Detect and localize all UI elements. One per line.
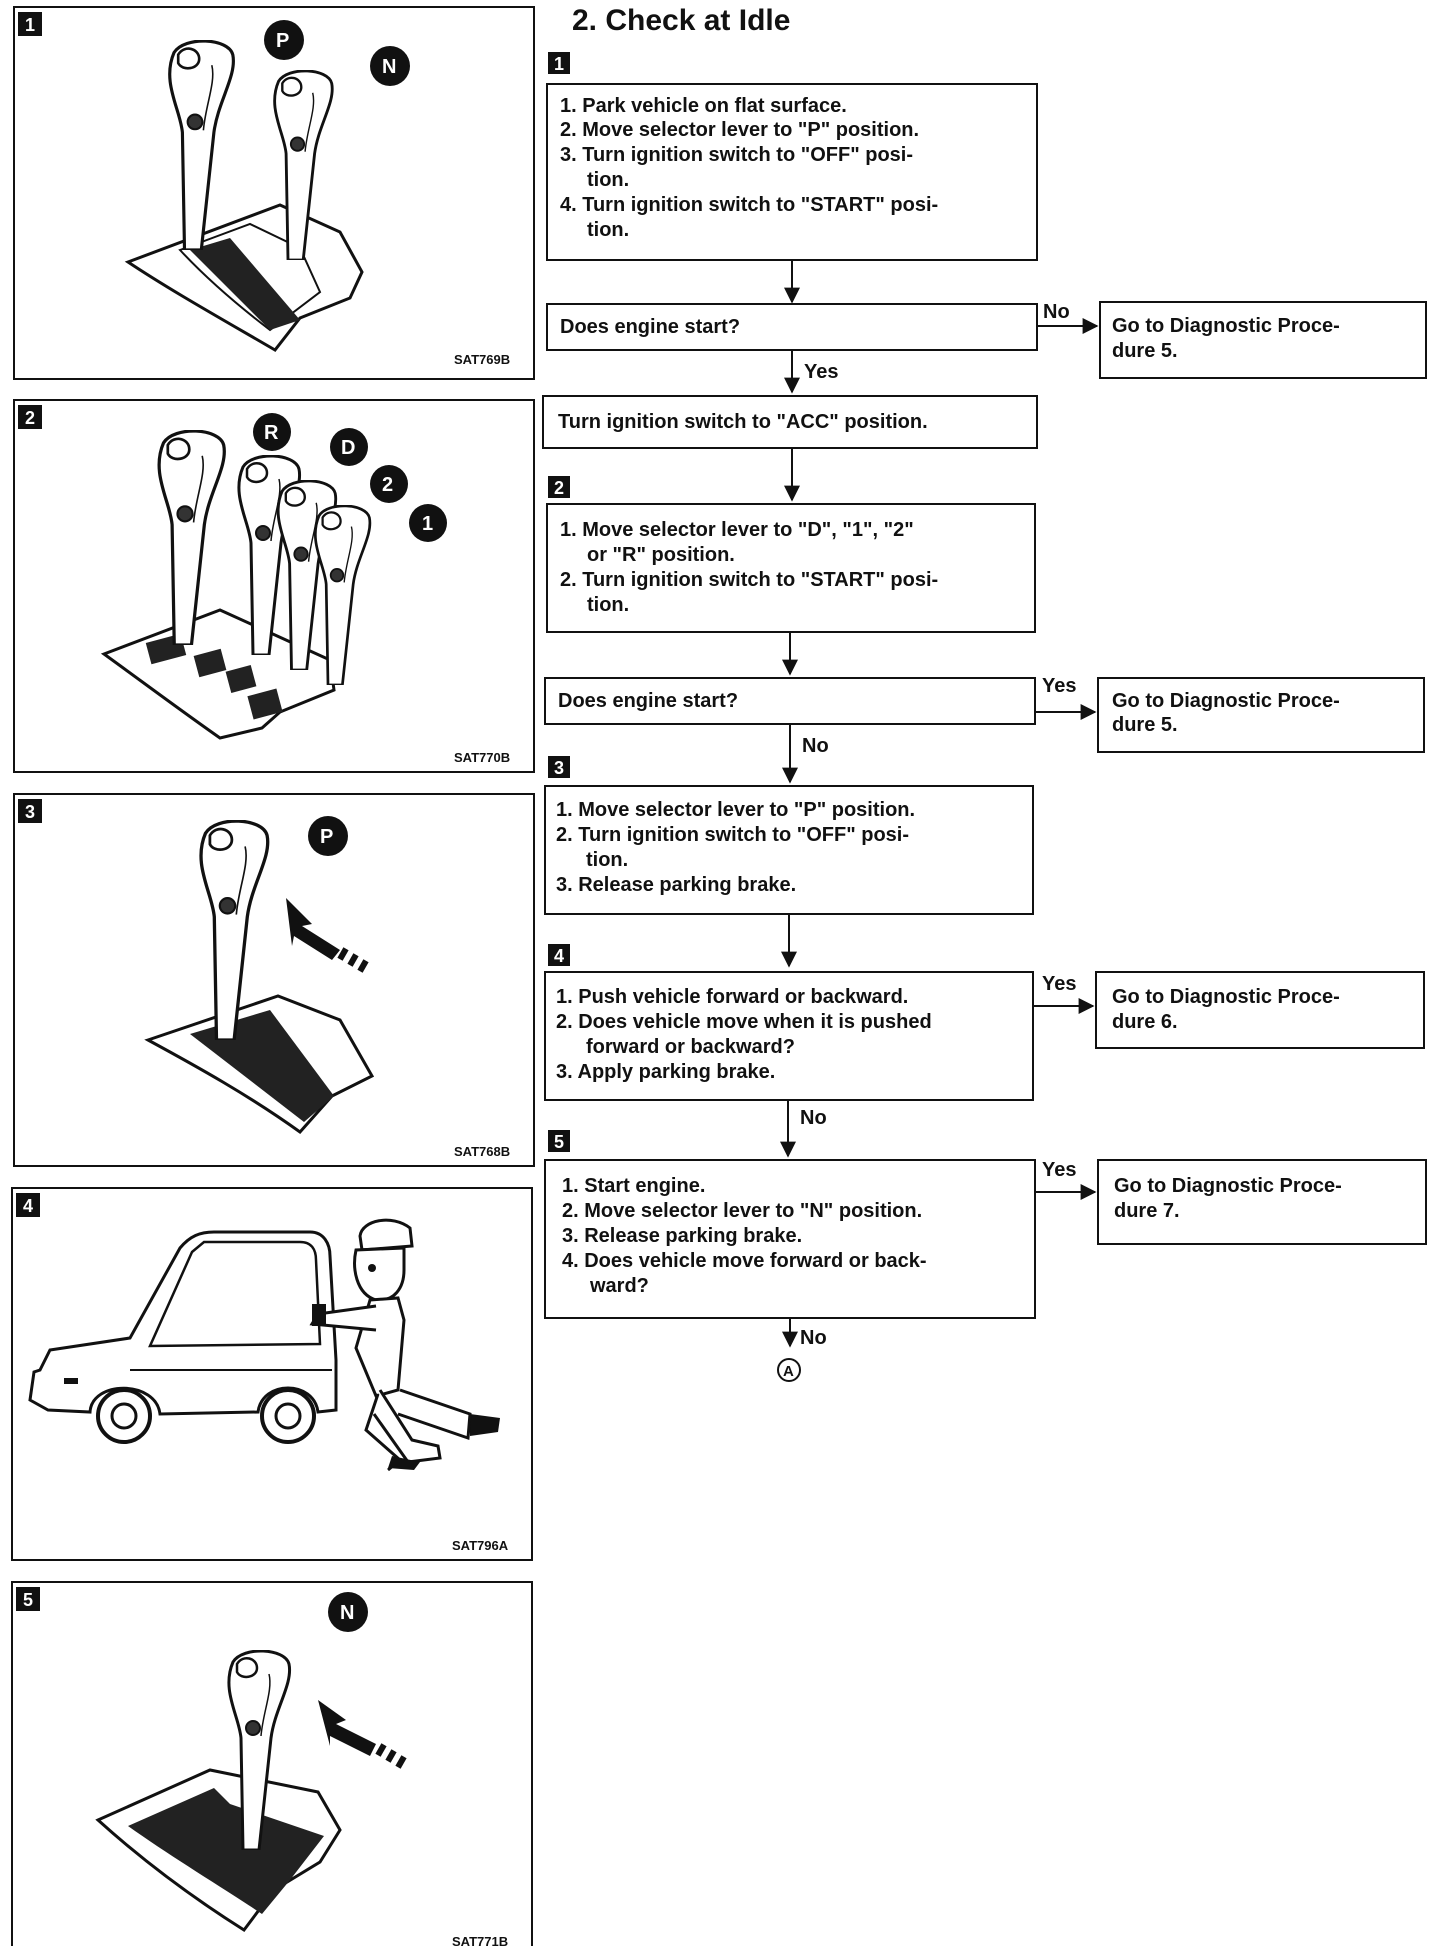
- goto-6-text: Go to Diagnostic Proce- dure 6.: [1112, 986, 1345, 1033]
- figure-code: SAT796A: [452, 1538, 509, 1553]
- svg-text:3: 3: [554, 758, 564, 778]
- box5-no-label: No: [800, 1327, 827, 1349]
- panel-3: 3 P SAT768B: [13, 793, 535, 1167]
- svg-text:N: N: [382, 56, 396, 78]
- position-badge-p: P: [264, 20, 304, 60]
- svg-text:P: P: [276, 30, 289, 52]
- question-engine-start-2: [544, 677, 1036, 725]
- svg-text:1: 1: [25, 15, 35, 35]
- svg-text:N: N: [340, 1602, 354, 1624]
- figure-code: SAT769B: [454, 352, 510, 367]
- goto-5b-text: Go to Diagnostic Proce- dure 5.: [1112, 690, 1345, 736]
- svg-text:4: 4: [23, 1196, 33, 1216]
- flow-step-tag-5: 5: [548, 1130, 570, 1152]
- push-arrow-icon: [318, 1700, 407, 1769]
- selector-gate-illustration: [144, 820, 375, 1135]
- svg-text:2: 2: [382, 474, 393, 496]
- box5-yes-label: Yes: [1042, 1159, 1076, 1181]
- step-tag-1: 1: [18, 12, 42, 36]
- box-acc: [542, 395, 1038, 449]
- flow-step-tag-2: 2: [548, 476, 570, 498]
- position-badge-r: R: [253, 413, 291, 451]
- goto-procedure-7: [1097, 1159, 1427, 1245]
- flow-step-tag-1: 1: [548, 52, 570, 74]
- panel-2: 2 R D 2 1 SAT770B: [13, 399, 535, 773]
- svg-text:1: 1: [554, 54, 564, 74]
- panel-5: 5 N SAT771B: [11, 1581, 533, 1946]
- svg-text:5: 5: [23, 1590, 33, 1610]
- panel-4: 4 SAT796A: [11, 1187, 533, 1561]
- box-step-1-text: 1. Park vehicle on flat surface. 2. Move…: [560, 95, 944, 241]
- figure-code: SAT770B: [454, 750, 510, 765]
- box-step-2-text: 1. Move selector lever to "D", "1", "2" …: [560, 519, 944, 616]
- svg-text:5: 5: [554, 1132, 564, 1152]
- figure-code: SAT768B: [454, 1144, 510, 1159]
- q2-no-label: No: [802, 735, 829, 757]
- svg-text:3: 3: [25, 802, 35, 822]
- goto-procedure-5-a: [1099, 301, 1427, 379]
- position-badge-1: 1: [409, 504, 447, 542]
- goto-procedure-6: [1095, 971, 1425, 1049]
- selector-gate-illustration: [95, 1650, 342, 1933]
- step-tag-4: 4: [16, 1193, 40, 1217]
- step-tag-2: 2: [18, 405, 42, 429]
- svg-text:2: 2: [554, 478, 564, 498]
- step-tag-5: 5: [16, 1587, 40, 1611]
- box-step-5: [544, 1159, 1036, 1319]
- goto-procedure-5-b: [1097, 677, 1425, 753]
- svg-text:1: 1: [422, 513, 433, 535]
- goto-7-text: Go to Diagnostic Proce- dure 7.: [1114, 1175, 1347, 1222]
- q2-yes-label: Yes: [1042, 675, 1076, 697]
- box-step-4-text: 1. Push vehicle forward or backward. 2. …: [556, 986, 937, 1083]
- box-acc-text: Turn ignition switch to "ACC" position.: [558, 411, 928, 433]
- svg-text:4: 4: [554, 946, 564, 966]
- flowchart: 1 1. Park vehicle on flat surface. 2. Mo…: [542, 52, 1427, 1382]
- q1-yes-label: Yes: [804, 361, 838, 383]
- svg-text:P: P: [320, 826, 333, 848]
- connector-a: A: [777, 1358, 801, 1382]
- flow-step-tag-3: 3: [548, 756, 570, 778]
- question-2-text: Does engine start?: [558, 690, 738, 712]
- position-badge-p: P: [308, 816, 348, 856]
- selector-gate-illustration: [124, 40, 364, 352]
- svg-text:R: R: [264, 422, 279, 444]
- figure-code: SAT771B: [452, 1934, 508, 1946]
- push-arrow-icon: [286, 898, 369, 973]
- position-badge-d: D: [330, 428, 368, 466]
- box-step-4: [544, 971, 1034, 1101]
- question-1-text: Does engine start?: [560, 316, 740, 338]
- position-badge-n: N: [328, 1592, 368, 1632]
- page-title: 2. Check at Idle: [572, 4, 790, 37]
- box-step-2: [546, 503, 1036, 633]
- box-step-3-text: 1. Move selector lever to "P" position. …: [556, 799, 921, 896]
- svg-text:D: D: [341, 437, 355, 459]
- svg-text:A: A: [783, 1363, 794, 1380]
- box-step-3: [544, 785, 1034, 915]
- car-push-illustration: [28, 1218, 500, 1472]
- selector-gate-illustration: [100, 430, 372, 740]
- box-step-1: [546, 83, 1038, 261]
- box4-no-label: No: [800, 1107, 827, 1129]
- goto-5a-text: Go to Diagnostic Proce- dure 5.: [1112, 315, 1345, 362]
- step-tag-3: 3: [18, 799, 42, 823]
- box4-yes-label: Yes: [1042, 973, 1076, 995]
- panel-1: 1 P N SAT769B: [13, 6, 535, 380]
- q1-no-label: No: [1043, 301, 1070, 323]
- box-step-5-text: 1. Start engine. 2. Move selector lever …: [562, 1175, 932, 1297]
- position-badge-n: N: [370, 46, 410, 86]
- flow-step-tag-4: 4: [548, 944, 570, 966]
- svg-text:2: 2: [25, 408, 35, 428]
- position-badge-2: 2: [370, 465, 408, 503]
